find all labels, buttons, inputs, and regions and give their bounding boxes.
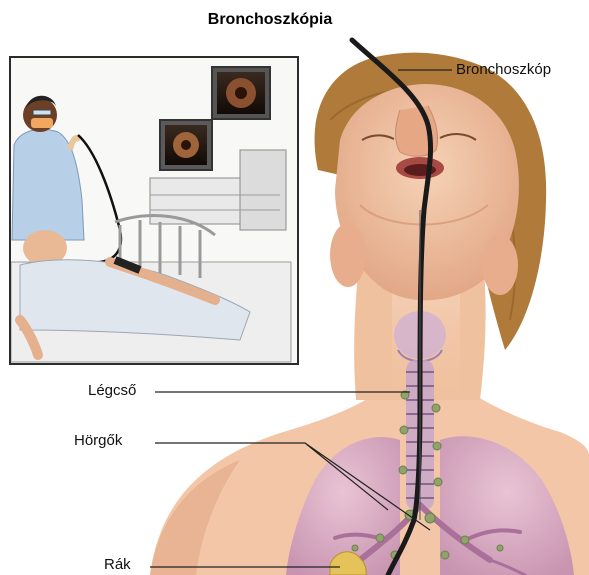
label-cancer: Rák <box>104 556 131 573</box>
right-ear <box>482 235 518 295</box>
doctor-glasses <box>33 110 51 115</box>
left-ear <box>330 223 366 287</box>
label-bronchi: Hörgők <box>74 432 122 449</box>
procedure-inset <box>10 57 298 364</box>
doctor-mask <box>31 118 53 128</box>
label-trachea: Légcső <box>88 382 136 399</box>
label-bronchoscope: Bronchoszkóp <box>456 61 551 78</box>
diagram-title: Bronchoszkópia <box>0 11 540 29</box>
